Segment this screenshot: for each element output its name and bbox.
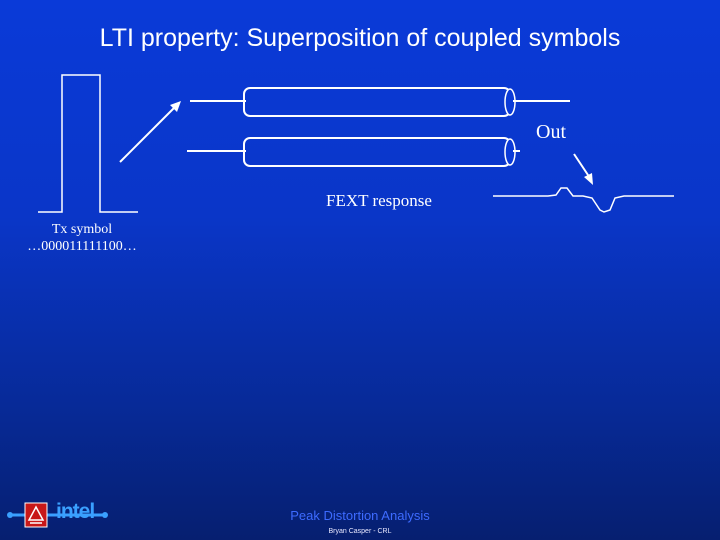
tx-symbol-line2: …000011111100… [27, 239, 137, 254]
fext-response-label: FEXT response [326, 191, 432, 210]
footer-author: Bryan Casper - CRL [328, 528, 392, 535]
intel-logo: intel [6, 500, 110, 530]
upper-cable [243, 87, 511, 117]
tx-symbol-line1: Tx symbol [51, 222, 113, 237]
lower-cable [243, 137, 511, 167]
logo-graphic [7, 502, 108, 528]
tx-pulse-waveform [38, 74, 138, 213]
out-label: Out [536, 121, 566, 143]
out-arrow [573, 153, 591, 179]
tx-symbol-label: Tx symbol …000011111100… [10, 221, 154, 255]
slide-title: LTI property: Superposition of coupled s… [99, 24, 621, 52]
out-arrowhead [584, 173, 593, 185]
footer-title: Peak Distortion Analysis [290, 508, 430, 523]
input-arrow [119, 105, 177, 163]
fext-waveform [493, 187, 674, 213]
logo-wordmark: intel [56, 500, 95, 523]
input-arrowhead [170, 101, 181, 112]
